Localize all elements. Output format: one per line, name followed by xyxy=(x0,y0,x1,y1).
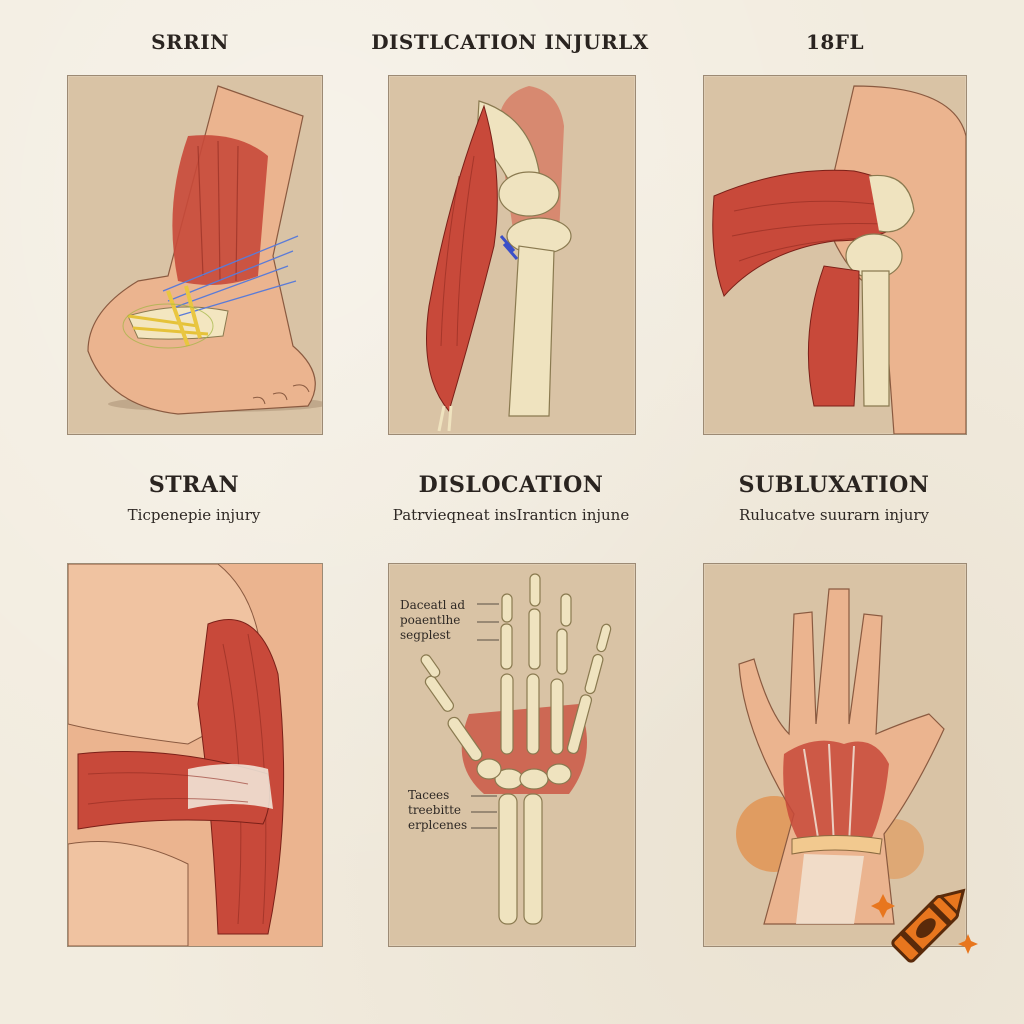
callout-upper: Daceatl ad poaentlhe segplest xyxy=(400,598,465,643)
caption-subluxation: Rulucatve suurarn injury xyxy=(738,506,930,524)
callout-lower-line-3: erplcenes xyxy=(408,818,468,832)
top-title-3: 18FL xyxy=(805,30,865,54)
callout-lower-line-1: Tacees xyxy=(408,788,450,802)
caption-strain: Ticpenepie injury xyxy=(127,506,261,524)
callout-upper-line-3: segplest xyxy=(400,628,451,642)
callout-upper-line-1: Daceatl ad xyxy=(400,598,466,612)
top-title-2: DISTLCATION INJURLX xyxy=(371,30,649,54)
knee-dislocation-illustration xyxy=(388,75,636,435)
crayon-logo-icon xyxy=(871,888,978,963)
arm-strain-illustration xyxy=(67,563,323,947)
heading-subluxation: SUBLUXATION xyxy=(738,472,930,498)
top-title-1: SRRIN xyxy=(151,30,229,54)
hand-skeleton-illustration xyxy=(388,563,636,947)
caption-dislocation: Patrvieqneat insIranticn injune xyxy=(392,506,630,524)
callout-lower: Tacees treebitte erplcenes xyxy=(408,788,467,833)
heading-dislocation: DISLOCATION xyxy=(418,472,604,498)
callout-lower-line-2: treebitte xyxy=(408,803,462,817)
shoulder-subluxation-illustration xyxy=(703,75,967,435)
wrist-injury-illustration xyxy=(703,563,967,947)
heading-strain: STRAN xyxy=(148,472,240,498)
callout-upper-line-2: poaentlhe xyxy=(400,613,461,627)
ankle-sprain-illustration xyxy=(67,75,323,435)
